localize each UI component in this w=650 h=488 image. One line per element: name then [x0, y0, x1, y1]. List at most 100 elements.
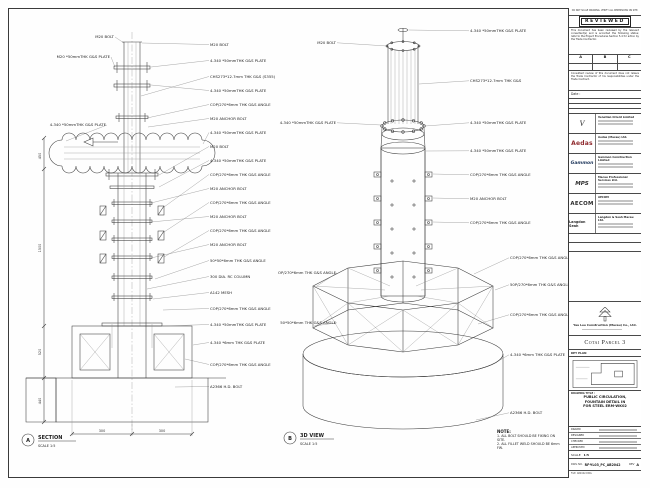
drawing-title-cell: DRAWING TITLE : PUBLIC CIRCULATION, FOUN…	[569, 391, 641, 427]
callout-label: 4-340 *50mmTHK G&S PLATE	[210, 158, 267, 163]
approval-label: CHECKED	[571, 440, 584, 443]
aecom-logo: AECOM	[570, 200, 594, 207]
sheet-bottom-note: FILE: AB2042.DWG	[571, 472, 592, 475]
project-name: Cotai Parcel 3	[569, 336, 641, 350]
callout-label: 4-340 *6mm THK G&S PLATE	[210, 340, 266, 345]
iso-mast-linework	[385, 28, 421, 124]
notes-heading: NOTE:	[497, 429, 511, 434]
callout-label: M20 ANCHOR BOLT	[210, 242, 247, 247]
contractor-name: Yau Lee Construction (Macau) Co., Ltd.	[573, 322, 637, 327]
dimension-label: 300	[159, 429, 165, 433]
consultant-row-aecom: AECOM AECOM	[569, 194, 641, 214]
langdon-seah-logo: Langdon Seah	[569, 219, 586, 228]
consultant-row-venetian: V Venetian Orient Limited	[569, 114, 641, 134]
callout-label: A2366 H.D. BOLT	[510, 410, 543, 415]
note-item: 1. ALL BOLT SHOULD BE FIXING ON SITE.	[497, 434, 556, 443]
consultant-row-gammon: Gammon Gammon Construction Limited	[569, 154, 641, 174]
general-notes: NOTE: 1. ALL BOLT SHOULD BE FIXING ON SI…	[497, 429, 563, 450]
callout-label: CHS273*12.7mm THK G&S	[470, 78, 522, 83]
view-title: 3D VIEW	[300, 433, 325, 439]
section-view-label: A SECTION SCALE 1:5	[21, 433, 76, 448]
drawing-number-row: DWG NO. RF-YL03_PC_AB2042 REV A	[569, 459, 641, 471]
status-column-b: B	[593, 55, 618, 63]
dwg-no-label: DWG NO.	[571, 463, 583, 466]
venetian-logo: V	[579, 119, 585, 128]
callout-label: 4-340 *50mmTHK G&S PLATE	[210, 322, 267, 327]
callout-label: M20 ANCHOR BOLT	[210, 214, 247, 219]
gammon-logo: Gammon	[570, 161, 594, 166]
callout-label: 4-340 *50mmTHK G&S PLATE	[470, 120, 527, 125]
review-status-table: A B C	[569, 55, 641, 71]
review-date-row: Date :	[569, 91, 641, 99]
section-pipe-linework	[113, 41, 151, 173]
dimension-label: 1500	[38, 244, 42, 253]
revision-row	[569, 109, 641, 114]
callout-label: COP/270*6mm THK G&S ANGLE	[210, 228, 271, 233]
dimension-label: 520	[38, 349, 42, 355]
rev-label: REV	[629, 463, 635, 466]
callout-label: COP/270*6mm THK G&S ANGLE	[210, 172, 271, 177]
approval-label: DRAWN	[571, 428, 581, 431]
consultant-name: Aedas (Macau) Ltd.	[598, 134, 628, 139]
approvals-table: DRAWN DESIGNED CHECKED APPROVED	[569, 427, 641, 451]
callout-label: M20 ANCHOR BOLT	[210, 186, 247, 191]
dwg-no-value: RF-YL03_PC_AB2042	[584, 462, 621, 467]
reviewed-stamp: REVIEWED	[569, 16, 641, 28]
callout-label: 300 DIA. RC COLUMN	[210, 274, 250, 279]
approval-label: APPROVED	[571, 446, 585, 449]
callout-label: 4-340 *50mmTHK G&S PLATE	[280, 120, 337, 125]
callout-label: 50*50*6mm THK G&S ANGLE	[280, 320, 336, 325]
dimension-label: 300	[99, 429, 105, 433]
status-cell-b	[593, 64, 618, 70]
consultant-name: Macau Professional Services Ltd.	[598, 174, 628, 182]
rev-value: A	[636, 462, 639, 467]
section-callouts-right: M20 BOLT 4-340 *50mmTHK G&S PLATE CHS273…	[140, 42, 276, 389]
callout-label: 50P/270*6mm THK G&S ANGLE	[510, 282, 568, 287]
title-block: DO NOT SCALE DRAWING. VERIFY ALL DIMENSI…	[568, 8, 641, 478]
key-plan-cell	[569, 357, 641, 391]
revision-row	[569, 99, 641, 104]
iso-base-linework	[302, 330, 504, 430]
drawing-title-label: DRAWING TITLE :	[571, 392, 596, 395]
view-title: SECTION	[38, 435, 62, 441]
sheet-top-note: DO NOT SCALE DRAWING. VERIFY ALL DIMENSI…	[569, 8, 641, 16]
section-base-linework	[25, 322, 226, 423]
callout-label: COP/270*6mm THK G&S ANGLE	[210, 200, 271, 205]
status-cell-c	[618, 64, 641, 70]
status-column-a: A	[569, 55, 594, 63]
callout-label: 4-340 *50mmTHK G&S PLATE	[470, 148, 527, 153]
callout-label: M20 BOLT	[317, 40, 336, 45]
consultant-row-mps: MPS Macau Professional Services Ltd.	[569, 174, 641, 194]
section-basin-linework	[48, 132, 216, 174]
callout-label: COP/270*6mm THK G&S ANGLE	[210, 362, 271, 367]
iso-collar-linework	[380, 118, 426, 149]
review-disclaimer: Consultant review of this document does …	[569, 71, 641, 91]
section-view-drawing: 300 300 450 1500 520 440 M20 BOLT 4-340 …	[21, 32, 276, 448]
callout-label: M20 ANCHOR BOLT	[210, 116, 247, 121]
iso-frame-linework	[312, 260, 494, 353]
drawing-title-line: FOUNTAIN DETAIL IN	[584, 399, 626, 404]
callout-label: COP/270*6mm THK G&S ANGLE	[210, 102, 271, 107]
mps-logo: MPS	[575, 180, 589, 187]
callout-label: COP/270*6mm THK G&S ANGLE	[210, 306, 271, 311]
status-cell-a	[569, 64, 594, 70]
iso-callouts-left: M20 BOLT 4-340 *50mmTHK G&S PLATE COP/27…	[278, 40, 388, 327]
empty-consultant-box	[569, 234, 641, 243]
revision-row	[569, 104, 641, 109]
iso-callouts-right: 4-340 *50mmTHK G&S PLATE CHS273*12.7mm T…	[408, 28, 568, 421]
callout-label: COP/270*6mm THK G&S ANGLE	[510, 255, 568, 260]
callout-label: A142 MESH	[210, 290, 232, 295]
empty-consultant-box	[569, 243, 641, 252]
review-statement: This document has been reviewed by the r…	[569, 28, 641, 55]
title-block-spacer	[569, 252, 641, 302]
key-plan-drawing	[572, 359, 638, 388]
callout-label: CHS273*12.7mm THK G&S (S355)	[210, 74, 276, 79]
callout-label: 4-340 *6mm THK G&S PLATE	[510, 352, 566, 357]
consultant-name: AECOM	[598, 194, 609, 199]
view-marker-letter: B	[288, 436, 292, 442]
callout-label: COP/270*6mm THK G&S ANGLE	[510, 312, 568, 317]
callout-label: 4-340 *50mmTHK G&S PLATE	[210, 58, 267, 63]
callout-label: M20 BOLT	[95, 34, 114, 39]
drawing-title-line: PUBLIC CIRCULATION,	[583, 395, 627, 399]
